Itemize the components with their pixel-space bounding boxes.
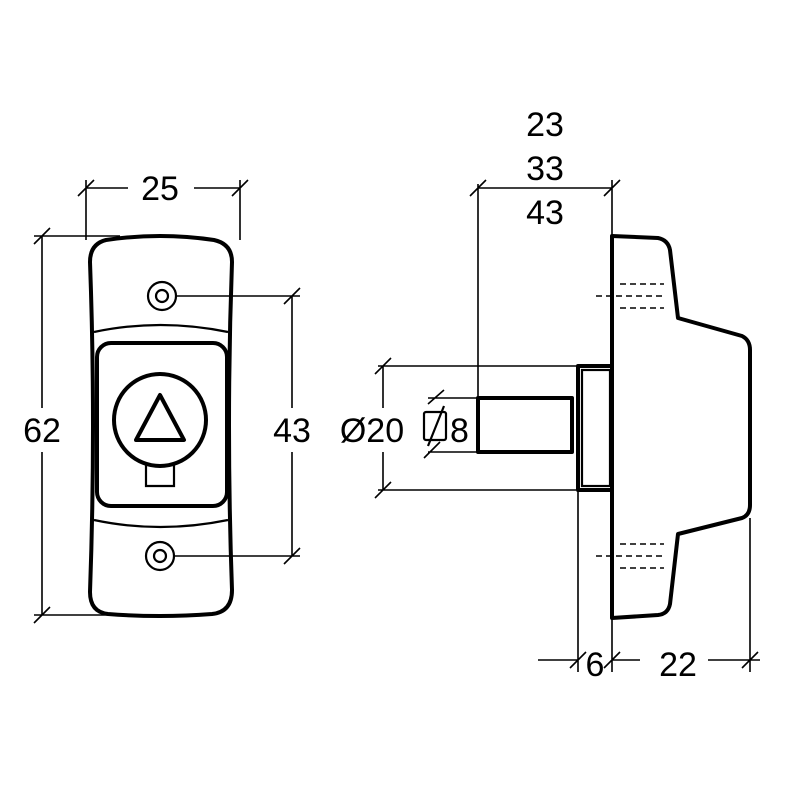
dimension-square: 8	[422, 389, 478, 459]
dimension-width: 25	[77, 170, 249, 240]
side-view	[476, 234, 752, 620]
lower-panel-edge	[93, 518, 229, 529]
screw-hole-bottom-inner	[152, 548, 168, 564]
dim-width-label: 25	[141, 170, 179, 208]
screw-hole-bottom	[144, 540, 176, 572]
dim-height-label: 62	[23, 412, 61, 450]
mounting-plate-inner	[580, 368, 612, 488]
dimension-height: 62	[23, 227, 120, 624]
screw-hole-top-inner	[154, 288, 170, 304]
mounting-plate	[576, 364, 614, 492]
square-spindle	[476, 396, 574, 454]
knob-tab	[144, 464, 176, 488]
dim-projection-23: 23	[526, 106, 564, 144]
dimension-diameter: Ø20	[340, 357, 578, 499]
screw-hole-top	[146, 280, 178, 312]
dim-square-label: 8	[450, 412, 469, 450]
dimension-projection: 23 33 43	[469, 106, 621, 398]
triangle-icon	[134, 393, 186, 442]
dim-hole-spacing-label: 43	[273, 412, 311, 450]
dim-diameter-label: Ø20	[340, 412, 404, 450]
dimension-depth: 6 22	[538, 490, 760, 684]
square-symbol-icon	[422, 410, 448, 442]
dim-projection-43: 43	[526, 194, 564, 232]
lock-body-outline	[88, 234, 234, 618]
body-profile	[610, 234, 752, 620]
dim-body-depth-label: 22	[659, 646, 697, 684]
front-view	[88, 234, 234, 618]
hidden-screw-lines	[596, 283, 666, 569]
upper-panel-edge	[93, 323, 229, 334]
triangle-knob	[112, 372, 208, 468]
dim-plate-thickness-label: 6	[586, 646, 605, 684]
dimension-hole-spacing: 43	[174, 287, 311, 565]
dim-projection-33: 33	[526, 150, 564, 188]
square-symbol-slash	[426, 405, 446, 447]
push-button	[95, 341, 229, 508]
